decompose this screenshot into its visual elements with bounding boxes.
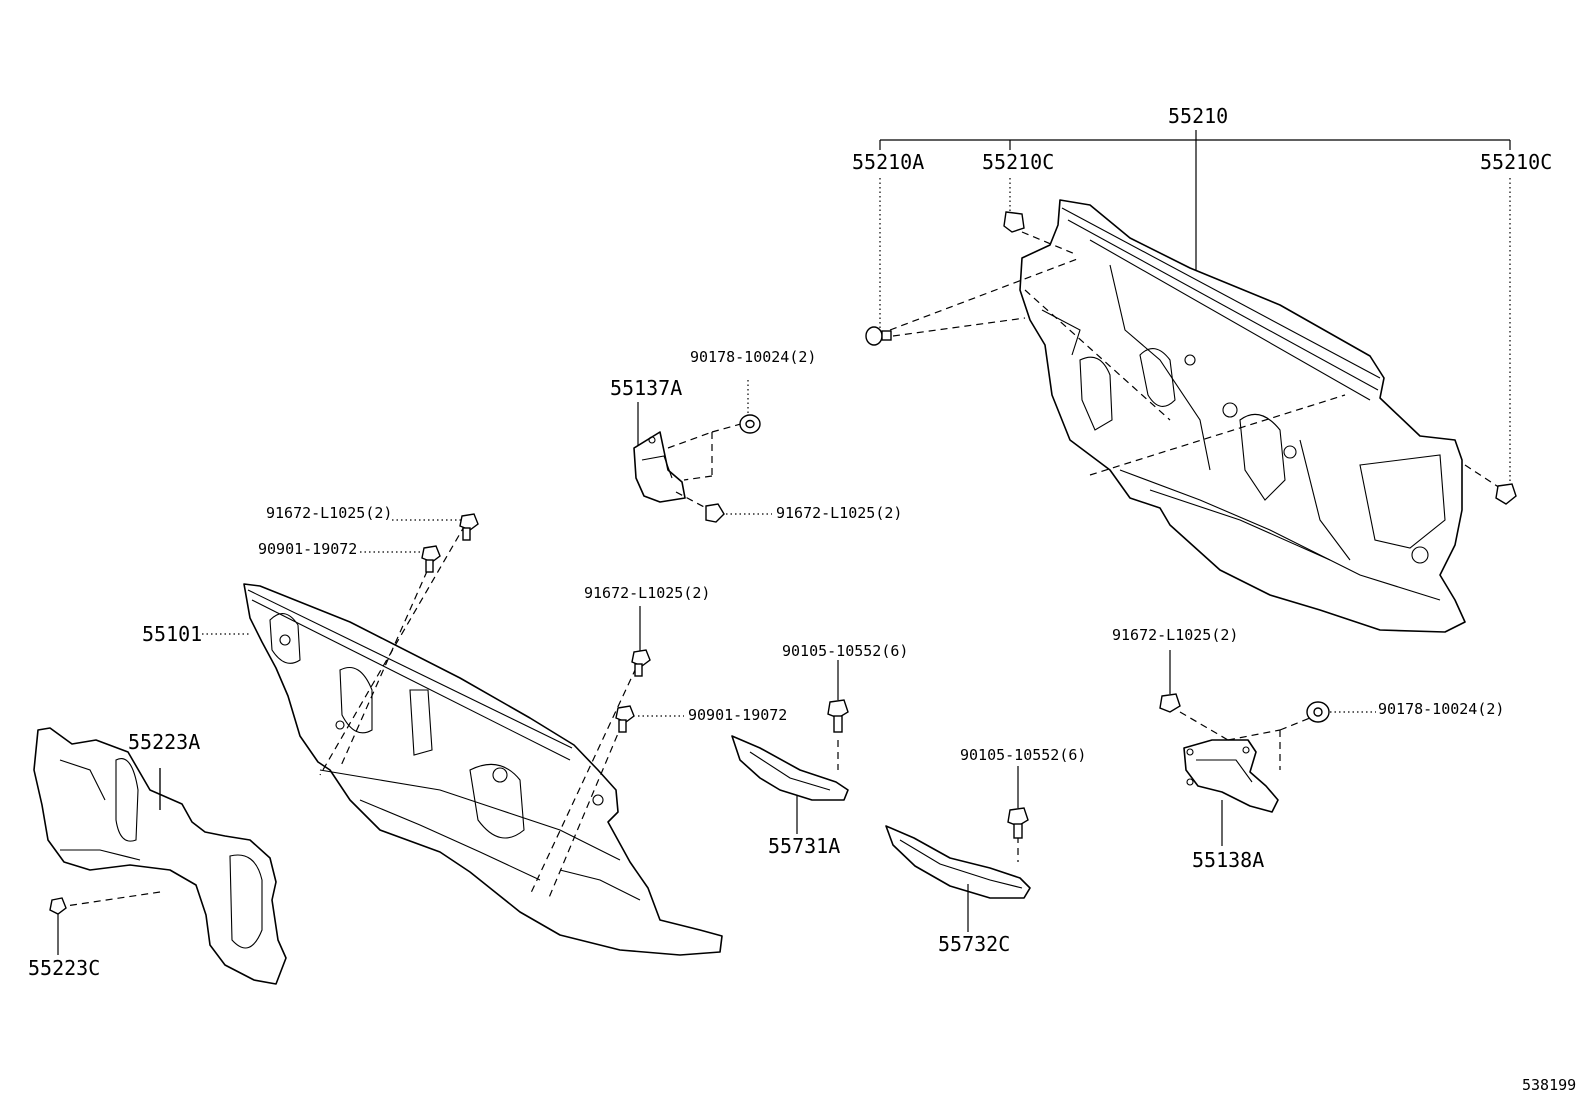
- bolt-90901-left: [360, 545, 441, 573]
- label-55137A: 55137A: [610, 376, 683, 400]
- label-55223C: 55223C: [28, 956, 101, 980]
- bracket-55137A: [633, 402, 749, 509]
- dash-panel-55101: [243, 583, 723, 956]
- label-55210A: 55210A: [852, 150, 925, 174]
- label-91672-right: 91672-L1025(2): [1112, 626, 1239, 644]
- nut-90178-top: [739, 380, 761, 434]
- label-55210C-2: 55210C: [1480, 150, 1553, 174]
- label-55210: 55210: [1168, 104, 1229, 128]
- label-90178-top: 90178-10024(2): [690, 348, 817, 366]
- label-leaders: [159, 633, 250, 810]
- label-55223A: 55223A: [128, 730, 201, 754]
- silencer-55223A: [33, 727, 287, 985]
- label-55101: 55101: [142, 622, 203, 646]
- label-90178-right: 90178-10024(2): [1378, 700, 1505, 718]
- diagram-number: 538199: [1522, 1076, 1577, 1094]
- bolt-90105-b: [1007, 766, 1029, 839]
- label-91672-left: 91672-L1025(2): [266, 504, 393, 522]
- part-55732C: [885, 825, 1031, 932]
- label-90901-left: 90901-19072: [258, 540, 358, 558]
- bolt-90105-a: [827, 660, 849, 733]
- dash-lines-55101: [65, 524, 637, 907]
- label-90105-a: 90105-10552(6): [782, 642, 909, 660]
- label-90901-center: 90901-19072: [688, 706, 788, 724]
- outer-dash-panel-55210: [1019, 199, 1466, 633]
- dash-lines-55210: [889, 231, 1501, 489]
- label-55731A: 55731A: [768, 834, 841, 858]
- part-55731A: [731, 735, 849, 834]
- label-91672-center: 91672-L1025(2): [584, 584, 711, 602]
- bolt-91672-center: [631, 606, 651, 677]
- nut-90178-right: [1306, 701, 1376, 723]
- label-91672-mid: 91672-L1025(2): [776, 504, 903, 522]
- clip-55223C: [49, 897, 67, 955]
- bolt-91672-mid: [705, 503, 772, 523]
- label-90105-b: 90105-10552(6): [960, 746, 1087, 764]
- clip-55210C-a: [1003, 211, 1025, 233]
- clip-55210C-b: [1495, 483, 1517, 505]
- bracket-55138A: [1179, 711, 1311, 846]
- label-55138A: 55138A: [1192, 848, 1265, 872]
- bolt-90901-center: [615, 705, 684, 733]
- bolt-91672-left: [392, 513, 479, 541]
- clip-55210A: [865, 326, 892, 346]
- label-55732C: 55732C: [938, 932, 1011, 956]
- label-55210C-1: 55210C: [982, 150, 1055, 174]
- bolt-91672-right: [1159, 650, 1181, 713]
